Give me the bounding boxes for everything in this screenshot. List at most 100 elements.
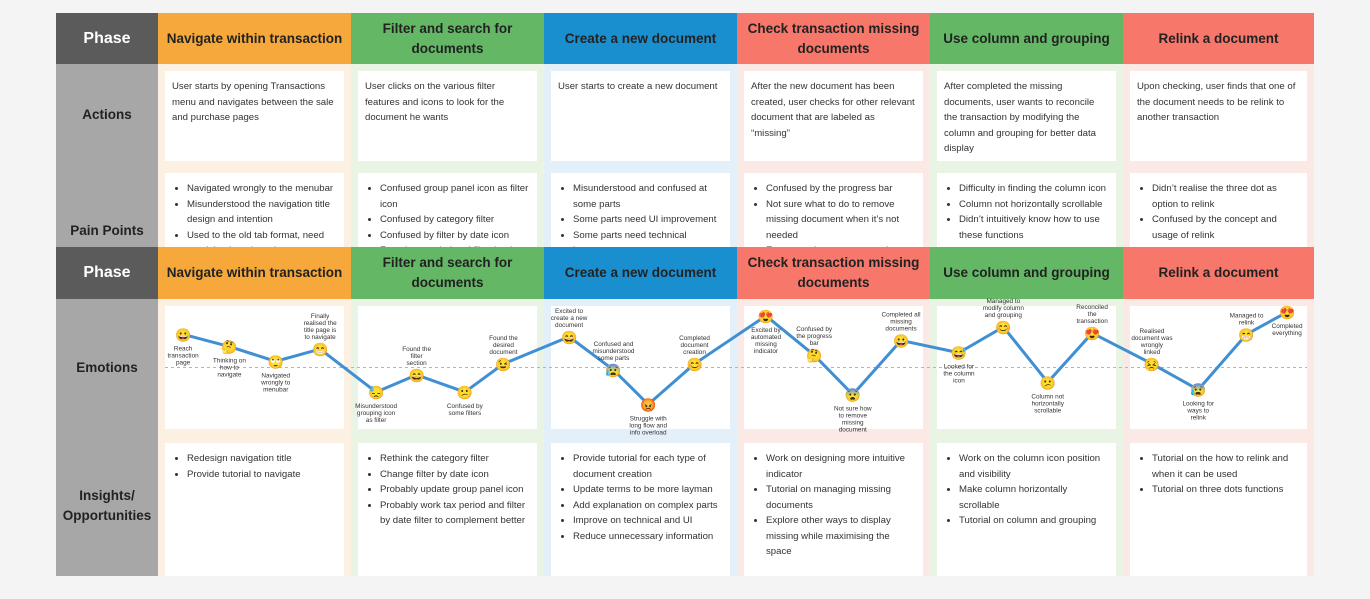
phase-title: Create a new document — [564, 30, 717, 46]
insights-list: Provide tutorial for each type of docume… — [558, 451, 723, 544]
pain-point-item: Used to the old tab format, need tutoria… — [187, 228, 337, 248]
phase-header-repeat: Check transaction missing documents — [737, 247, 930, 299]
insights-card: Rethink the category filterChange filter… — [358, 443, 537, 576]
emotion-face-icon: 😀 — [893, 333, 909, 348]
insights-card: Work on designing more intuitive indicat… — [744, 443, 923, 576]
emotion-face-icon: 😓 — [368, 385, 384, 400]
pain-point-item: Confused by the progress bar — [766, 181, 916, 197]
emotion-face-icon: 😰 — [1190, 383, 1206, 398]
phase-title: Navigate within transaction — [166, 30, 343, 46]
insights-list: Work on designing more intuitive indicat… — [751, 451, 916, 560]
row-label-actions: Actions — [56, 64, 158, 166]
pain-points-list: Didn’t realise the three dot as option t… — [1137, 181, 1300, 243]
emotion-face-icon: 🤔 — [806, 348, 822, 363]
pain-points-card: Didn’t realise the three dot as option t… — [1130, 173, 1307, 247]
phase-header: Check transaction missing documents — [737, 13, 930, 64]
action-text: User clicks on the various filter featur… — [365, 81, 505, 123]
insights-card: Tutorial on the how to relink and when i… — [1130, 443, 1307, 576]
insight-item: Provide tutorial to navigate — [187, 467, 337, 483]
insight-item: Provide tutorial for each type of docume… — [573, 451, 723, 482]
emotion-face-icon: 😊 — [686, 357, 702, 372]
phase-title: Check transaction missing documents — [747, 255, 920, 290]
pain-point-item: Didn’t realise the three dot as option t… — [1152, 181, 1300, 212]
emotion-face-icon: 😕 — [1040, 375, 1056, 390]
pain-point-item: Some parts need technical improvement — [573, 228, 723, 248]
insight-item: Work on the column icon position and vis… — [959, 451, 1109, 482]
row-label-pain-points-text: Pain Points — [70, 223, 144, 238]
phase-title: Create a new document — [564, 265, 717, 280]
emotion-face-icon: 😍 — [1279, 305, 1295, 320]
insight-item: Tutorial on three dots functions — [1152, 482, 1300, 498]
insights-card: Work on the column icon position and vis… — [937, 443, 1116, 576]
insight-item: Add explanation on complex parts — [573, 498, 723, 514]
action-card: User starts by opening Transactions menu… — [165, 71, 344, 161]
pain-point-item: Misunderstood and confused at some parts — [573, 181, 723, 212]
row-label-emotions: Emotions — [56, 299, 158, 436]
insight-item: Make column horizontally scrollable — [959, 482, 1109, 513]
row-label-phase-repeat-text: Phase — [83, 264, 131, 281]
insights-list: Rethink the category filterChange filter… — [365, 451, 530, 529]
insight-item: Redesign navigation title — [187, 451, 337, 467]
action-card: Upon checking, user finds that one of th… — [1130, 71, 1307, 161]
row-label-phase-text: Phase — [83, 29, 131, 47]
phase-header: Navigate within transaction — [158, 13, 351, 64]
pain-points-list: Confused by the progress barNot sure wha… — [751, 181, 916, 247]
row-label-phase: Phase — [56, 13, 158, 64]
pain-point-item: Column not horizontally scrollable — [959, 197, 1109, 213]
phase-title: Filter and search for documents — [382, 20, 513, 56]
emotion-face-icon: 😣 — [1144, 357, 1160, 372]
insight-item: Update terms to be more layman — [573, 482, 723, 498]
insight-item: Work on designing more intuitive indicat… — [766, 451, 916, 482]
emotion-face-icon: 😁 — [1238, 327, 1254, 342]
emotion-face-icon: 😊 — [995, 320, 1011, 335]
pain-points-card: Difficulty in finding the column iconCol… — [937, 173, 1116, 247]
phase-header-repeat: Create a new document — [544, 247, 737, 299]
pain-points-card: Confused by the progress barNot sure wha… — [744, 173, 923, 247]
insight-item: Change filter by date icon — [380, 467, 530, 483]
emotion-face-icon: 😀 — [175, 327, 191, 342]
pain-point-item: Confused by filter by date icon — [380, 228, 530, 244]
pain-point-item: Navigated wrongly to the menubar — [187, 181, 337, 197]
phase-title: Filter and search for documents — [382, 255, 513, 290]
insight-item: Improve on technical and UI — [573, 513, 723, 529]
pain-point-item: Confused group panel icon as filter icon — [380, 181, 530, 212]
action-card: User clicks on the various filter featur… — [358, 71, 537, 161]
emotion-card — [165, 306, 344, 429]
emotion-face-icon: 😁 — [312, 342, 328, 357]
emotion-face-icon: 😰 — [605, 363, 621, 378]
phase-header-repeat: Filter and search for documents — [351, 247, 544, 299]
action-text: After completed the missing documents, u… — [944, 81, 1097, 154]
insights-list: Work on the column icon position and vis… — [944, 451, 1109, 529]
phase-title: Navigate within transaction — [166, 265, 343, 280]
insight-item: Explore other ways to display missing wh… — [766, 513, 916, 560]
pain-point-item: Empty row is space-consuming — [766, 243, 916, 247]
emotion-face-icon: 😄 — [409, 368, 425, 383]
phase-header: Relink a document — [1123, 13, 1314, 64]
action-text: After the new document has been created,… — [751, 81, 915, 139]
phase-header: Filter and search for documents — [351, 13, 544, 64]
row-label-insights-text: Insights/ Opportunities — [62, 488, 152, 523]
emotion-face-icon: 🤔 — [221, 340, 237, 355]
pain-points-list: Misunderstood and confused at some parts… — [558, 181, 723, 247]
emotion-face-icon: 😕 — [457, 385, 473, 400]
action-text: User starts by opening Transactions menu… — [172, 81, 334, 123]
emotion-face-icon: 😍 — [1084, 326, 1100, 341]
emotion-line — [182, 310, 1288, 406]
phase-header-repeat: Navigate within transaction — [158, 247, 351, 299]
phase-title: Relink a document — [1158, 30, 1279, 46]
pain-points-card: Misunderstood and confused at some parts… — [551, 173, 730, 247]
